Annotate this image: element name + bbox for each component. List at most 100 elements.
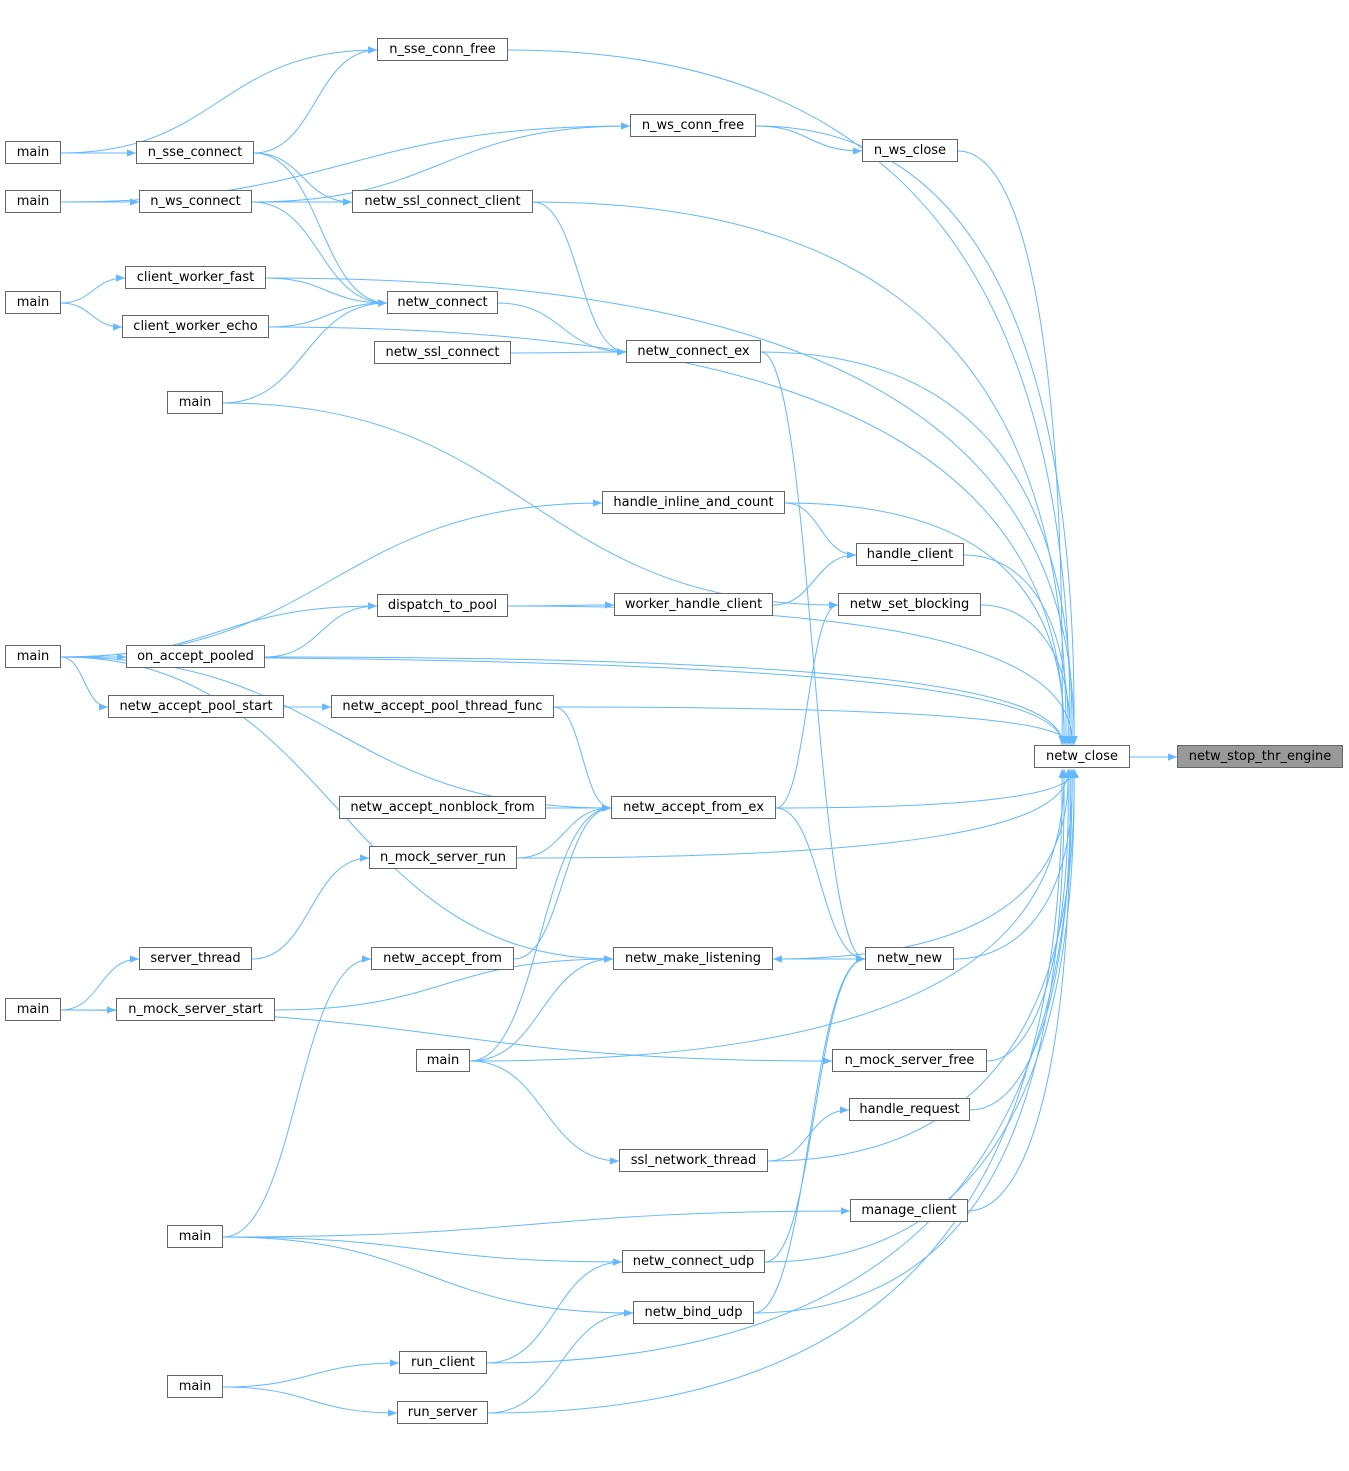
node-run-server[interactable]: run_server	[397, 1401, 488, 1424]
edge-main7-to-netw-make-listening	[469, 955, 614, 1062]
node-netw-accept-nonblock-from[interactable]: netw_accept_nonblock_from	[339, 796, 546, 819]
edge-main5-to-netw-close	[60, 656, 1067, 746]
edge-main8-to-netw-bind-udp	[222, 1236, 634, 1317]
node-netw-stop-thr-engine[interactable]: netw_stop_thr_engine	[1177, 745, 1343, 768]
edge-client-worker-echo-to-netw-close	[268, 326, 1068, 746]
node-main5[interactable]: main	[5, 645, 61, 668]
edge-run-server-to-netw-close	[487, 768, 1066, 1414]
edge-n-sse-connect-to-netw-ssl-connect-client	[253, 152, 353, 206]
edge-netw-accept-pool-thread-func-to-netw-accept-from-ex	[553, 706, 612, 812]
node-n-sse-connect[interactable]: n_sse_connect	[136, 141, 254, 164]
edge-on-accept-pooled-to-dispatch-to-pool	[264, 602, 378, 658]
node-netw-ssl-connect[interactable]: netw_ssl_connect	[374, 341, 511, 364]
node-n-ws-connect[interactable]: n_ws_connect	[139, 190, 252, 213]
node-handle-client[interactable]: handle_client	[856, 543, 964, 566]
node-netw-make-listening[interactable]: netw_make_listening	[613, 947, 773, 970]
edge-client-worker-fast-to-netw-connect	[265, 277, 388, 307]
node-n-mock-server-start[interactable]: n_mock_server_start	[116, 998, 275, 1021]
node-on-accept-pooled[interactable]: on_accept_pooled	[126, 645, 265, 668]
edge-main9-to-run-client	[222, 1359, 400, 1388]
node-n-ws-close[interactable]: n_ws_close	[862, 139, 958, 162]
edge-netw-set-blocking-to-netw-close	[980, 604, 1074, 746]
edge-main5-to-netw-make-listening	[60, 656, 614, 963]
edge-main4-to-netw-connect	[222, 299, 388, 404]
edge-netw-connect-ex-to-netw-close	[760, 351, 1076, 746]
node-netw-connect-udp[interactable]: netw_connect_udp	[622, 1250, 765, 1273]
edge-main5-to-netw-accept-from-ex	[60, 656, 612, 812]
edge-netw-bind-udp-to-netw-new	[753, 955, 866, 1314]
node-ssl-network-thread[interactable]: ssl_network_thread	[619, 1149, 768, 1172]
edge-netw-accept-pool-thread-func-to-netw-close	[553, 706, 1073, 746]
node-n-mock-server-run[interactable]: n_mock_server_run	[369, 846, 517, 869]
edge-handle-request-to-netw-close	[969, 768, 1074, 1111]
edge-handle-client-to-netw-close	[963, 554, 1072, 746]
edge-netw-ssl-connect-client-to-netw-close	[532, 201, 1070, 746]
node-client-worker-echo[interactable]: client_worker_echo	[122, 315, 269, 338]
node-netw-accept-pool-start[interactable]: netw_accept_pool_start	[108, 695, 284, 718]
node-main6[interactable]: main	[5, 998, 61, 1021]
edge-n-mock-server-run-to-netw-accept-from-ex	[516, 804, 612, 859]
edge-n-mock-server-start-to-netw-make-listening	[274, 955, 614, 1011]
edge-n-mock-server-run-to-netw-close	[516, 768, 1073, 859]
edge-n-ws-conn-free-to-n-ws-close	[755, 125, 863, 155]
node-main9[interactable]: main	[167, 1375, 223, 1398]
edge-netw-accept-from-to-netw-accept-from-ex	[513, 804, 612, 960]
edge-netw-make-listening-to-netw-close	[772, 768, 1072, 960]
node-netw-accept-from[interactable]: netw_accept_from	[371, 947, 514, 970]
node-netw-connect-ex[interactable]: netw_connect_ex	[626, 340, 761, 363]
edge-netw-accept-from-ex-to-netw-close	[775, 768, 1079, 809]
node-main7[interactable]: main	[416, 1049, 470, 1072]
edge-run-server-to-netw-bind-udp	[487, 1309, 634, 1414]
edge-handle-inline-and-count-to-handle-client	[784, 502, 857, 559]
edge-netw-bind-udp-to-netw-close	[753, 768, 1068, 1314]
edge-n-ws-close-to-netw-close	[957, 150, 1066, 746]
edge-server-thread-to-n-mock-server-run	[251, 854, 370, 960]
node-worker-handle-client[interactable]: worker_handle_client	[614, 593, 773, 616]
edge-netw-ssl-connect-client-to-netw-connect-ex	[532, 201, 627, 356]
edge-main5-to-dispatch-to-pool	[60, 602, 378, 658]
node-dispatch-to-pool[interactable]: dispatch_to_pool	[377, 594, 508, 617]
edge-n-sse-conn-free-to-netw-close	[507, 49, 1074, 746]
edge-n-sse-connect-to-n-sse-conn-free	[253, 46, 378, 154]
edge-main7-to-ssl-network-thread	[469, 1060, 620, 1165]
edge-n-ws-connect-to-netw-connect	[251, 201, 388, 307]
edge-netw-ssl-connect-to-netw-connect-ex	[510, 348, 627, 356]
edge-main6-to-server-thread	[60, 955, 140, 1011]
edge-n-ws-conn-free-to-netw-close	[755, 125, 1078, 746]
node-netw-connect[interactable]: netw_connect	[387, 291, 498, 314]
node-client-worker-fast[interactable]: client_worker_fast	[125, 266, 266, 289]
node-netw-accept-from-ex[interactable]: netw_accept_from_ex	[611, 796, 776, 819]
edge-client-worker-echo-to-netw-connect	[268, 299, 388, 328]
edge-netw-connect-to-netw-connect-ex	[497, 302, 627, 356]
node-netw-set-blocking[interactable]: netw_set_blocking	[838, 593, 981, 616]
node-netw-bind-udp[interactable]: netw_bind_udp	[633, 1301, 754, 1324]
node-main1[interactable]: main	[5, 141, 61, 164]
edge-main3-to-client-worker-fast	[60, 274, 126, 304]
node-n-ws-conn-free[interactable]: n_ws_conn_free	[630, 114, 756, 137]
node-n-sse-conn-free[interactable]: n_sse_conn_free	[377, 38, 508, 61]
edge-run-client-to-netw-connect-udp	[486, 1258, 623, 1364]
node-netw-new[interactable]: netw_new	[865, 947, 954, 970]
node-main4[interactable]: main	[167, 391, 223, 414]
node-netw-accept-pool-thread-func[interactable]: netw_accept_pool_thread_func	[331, 695, 554, 718]
edge-n-sse-connect-to-netw-connect	[253, 152, 388, 307]
edge-netw-accept-from-ex-to-netw-new	[775, 807, 866, 963]
node-n-mock-server-free[interactable]: n_mock_server_free	[832, 1049, 987, 1072]
edge-n-ws-connect-to-n-ws-conn-free	[251, 122, 631, 203]
edge-main1-to-n-sse-conn-free	[60, 46, 378, 154]
node-main3[interactable]: main	[5, 291, 61, 314]
edge-main8-to-netw-connect-udp	[222, 1236, 623, 1266]
edge-netw-connect-udp-to-netw-new	[764, 955, 866, 1263]
node-handle-request[interactable]: handle_request	[849, 1098, 970, 1121]
node-main8[interactable]: main	[167, 1225, 223, 1248]
edge-netw-connect-ex-to-netw-new	[760, 351, 866, 963]
edge-main8-to-manage-client	[222, 1207, 851, 1238]
node-netw-close[interactable]: netw_close	[1034, 745, 1130, 768]
node-main2[interactable]: main	[5, 190, 61, 213]
node-manage-client[interactable]: manage_client	[850, 1199, 968, 1222]
node-netw-ssl-connect-client[interactable]: netw_ssl_connect_client	[352, 190, 533, 213]
node-server-thread[interactable]: server_thread	[139, 947, 252, 970]
node-handle-inline-and-count[interactable]: handle_inline_and_count	[602, 491, 785, 514]
node-run-client[interactable]: run_client	[399, 1351, 487, 1374]
